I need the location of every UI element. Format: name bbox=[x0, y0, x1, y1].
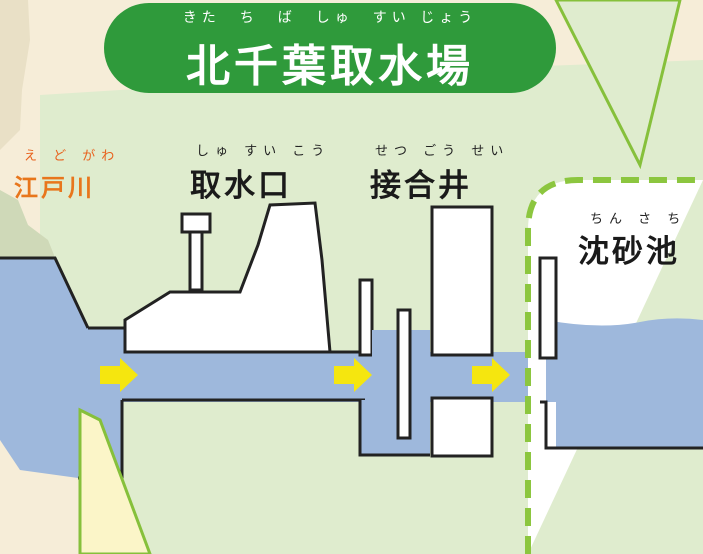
flow-arrow-2 bbox=[334, 358, 372, 392]
settling-basin-label: 沈砂池 bbox=[578, 234, 680, 270]
edogawa-label: 江戸川 bbox=[14, 174, 95, 202]
intake-ruby: しゅ すい こう bbox=[196, 144, 331, 159]
junction-well-label: 接合井 bbox=[370, 168, 472, 204]
title-badge bbox=[104, 3, 556, 93]
settling-basin-outline bbox=[540, 400, 703, 450]
settling-basin-water bbox=[546, 318, 703, 448]
junction-well-divider bbox=[396, 308, 412, 440]
intake-label: 取水口 bbox=[190, 168, 292, 204]
flow-arrow-1 bbox=[100, 358, 138, 392]
junction-well-lower-block bbox=[430, 396, 494, 458]
settling-basin-wall bbox=[538, 256, 558, 360]
page-title: 北千葉取水場 bbox=[186, 41, 474, 92]
edogawa-river-water bbox=[0, 258, 140, 478]
junction-well-water bbox=[360, 330, 430, 455]
intake-building bbox=[123, 201, 332, 354]
flow-arrow-3 bbox=[472, 358, 510, 392]
junction-well-wall-left bbox=[358, 278, 374, 357]
edogawa-ruby: え ど がわ bbox=[24, 149, 121, 164]
river-outline bbox=[0, 256, 90, 329]
junction-well-tower bbox=[430, 205, 494, 357]
callout-connector-top bbox=[554, 0, 682, 170]
title-ruby: きた ち ば しゅ すい じょう bbox=[182, 10, 478, 26]
riverbank bbox=[0, 0, 30, 150]
settling-basin-ruby: ちん さ ち bbox=[590, 212, 687, 227]
junction-well-base bbox=[358, 400, 430, 457]
pipe-outline bbox=[78, 326, 365, 480]
junction-well-ruby: せつ ごう せい bbox=[375, 144, 510, 159]
intake-tower-cap bbox=[180, 212, 212, 234]
callout-connector-bottom bbox=[78, 407, 152, 554]
intake-tower bbox=[188, 228, 204, 292]
